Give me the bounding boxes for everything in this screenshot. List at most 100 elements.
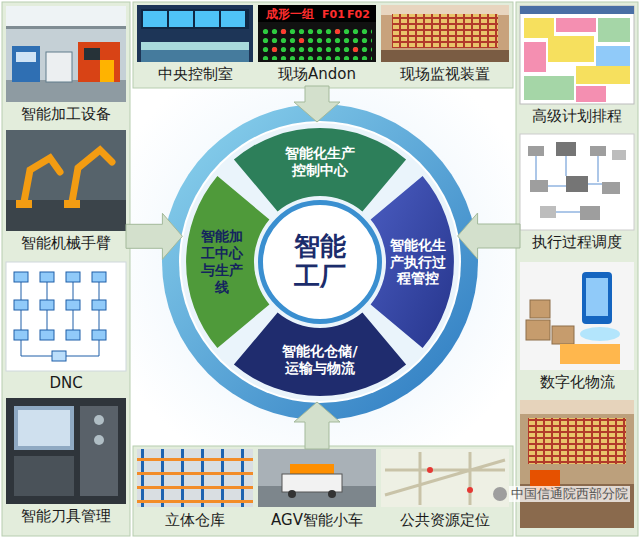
illustration-part	[552, 326, 574, 344]
illustration-part	[84, 48, 100, 60]
illustration-part	[381, 449, 509, 507]
illustration-part	[576, 66, 630, 84]
illustration-part	[540, 206, 556, 218]
photo-card: 现场监视装置	[381, 5, 509, 86]
illustration-part	[258, 449, 376, 507]
node-text: 中央控制室	[158, 65, 233, 85]
illustration-part	[385, 452, 505, 505]
illustration-part	[548, 36, 594, 62]
illustration-part	[258, 5, 376, 22]
illustration-part	[64, 200, 80, 208]
illustration-part	[137, 500, 253, 503]
illustration-part	[520, 134, 634, 230]
illustration-part	[169, 11, 193, 27]
illustration-part	[520, 400, 634, 528]
illustration-part	[530, 180, 548, 192]
node-text: 智能化仓储/运输与物流	[279, 343, 361, 377]
illustration-part	[52, 351, 66, 361]
agv-photo	[258, 449, 376, 507]
illustration-part	[40, 300, 54, 310]
illustration-part	[566, 176, 588, 192]
illustration-part	[6, 130, 126, 231]
block-arrow	[126, 213, 182, 259]
node-text: AGV智能小车	[271, 511, 363, 531]
illustration-part	[299, 38, 304, 43]
robot-arm-photo	[6, 130, 126, 231]
node-text: 智能加工中心与生产线	[200, 228, 244, 295]
sector-segment: 智能化生产控制中心	[284, 145, 356, 179]
control-room-photo	[137, 5, 253, 62]
illustration-part	[162, 104, 478, 420]
illustration-part	[78, 42, 120, 82]
illustration-part	[40, 330, 54, 340]
illustration-part	[16, 52, 36, 62]
photo-card: AGV智能小车	[258, 449, 376, 532]
photo-card: 高级计划排程	[520, 6, 634, 128]
illustration-part	[258, 5, 376, 62]
illustration-part	[556, 142, 576, 156]
photo-card: 数字化物流	[520, 262, 634, 394]
illustration-part	[586, 278, 608, 316]
illustration-part	[528, 146, 544, 156]
board-title: 成形一组	[266, 7, 314, 21]
illustration-part	[16, 200, 32, 208]
illustration-part	[262, 25, 372, 60]
illustration-part	[141, 449, 144, 507]
illustration-part	[427, 467, 433, 473]
illustration-part	[353, 47, 358, 52]
illustration-part	[328, 490, 336, 498]
illustration-part	[282, 474, 342, 492]
illustration-part	[560, 344, 620, 364]
illustration-part	[92, 300, 106, 310]
illustration-part	[181, 123, 459, 401]
node-text: 智能机械手臂	[21, 234, 111, 254]
illustration-part	[576, 86, 606, 102]
illustration-part	[520, 6, 634, 104]
illustration-part	[530, 300, 550, 318]
factory-screen-photo	[520, 400, 634, 528]
illustration-part	[381, 50, 509, 62]
illustration-part	[582, 272, 612, 324]
illustration-part	[195, 11, 219, 27]
tool-management-photo	[6, 398, 126, 504]
illustration-part	[524, 18, 554, 38]
illustration-part	[143, 11, 167, 27]
illustration-part	[520, 400, 634, 414]
illustration-part	[95, 37, 545, 487]
location-map-picture	[381, 449, 509, 507]
illustration-part	[94, 435, 104, 445]
illustration-part	[141, 42, 249, 50]
illustration-part	[46, 52, 72, 82]
illustration-part	[590, 146, 606, 156]
illustration-part	[137, 449, 253, 507]
photo-card: 智能机械手臂	[6, 130, 126, 255]
illustration-part	[6, 262, 126, 371]
block-arrow	[294, 86, 340, 122]
block-arrow	[294, 402, 340, 449]
photo-card: 智能加工设备	[6, 6, 126, 126]
illustration-part	[281, 29, 286, 34]
watermark-icon	[493, 487, 507, 501]
illustration-part	[137, 472, 253, 475]
illustration-part	[528, 418, 626, 464]
illustration-part	[381, 5, 509, 15]
illustration-part	[94, 415, 104, 425]
ring	[162, 104, 478, 420]
node-text: 公共资源定位	[400, 511, 490, 531]
node-text: 智能化生产控制中心	[284, 145, 356, 179]
illustration-part	[66, 330, 80, 340]
illustration-part	[14, 272, 28, 282]
illustration-part	[221, 11, 245, 27]
illustration-part	[80, 406, 118, 496]
dnc-network-picture	[6, 262, 126, 371]
photo-card: 立体仓库	[137, 449, 253, 532]
illustration-part	[66, 300, 80, 310]
illustration-part	[6, 200, 126, 231]
illustration-part	[524, 42, 546, 72]
illustration-part	[137, 5, 253, 62]
illustration-part	[272, 47, 277, 52]
illustration-part	[14, 300, 28, 310]
illustration-part	[21, 282, 99, 356]
illustration-part	[6, 26, 126, 29]
